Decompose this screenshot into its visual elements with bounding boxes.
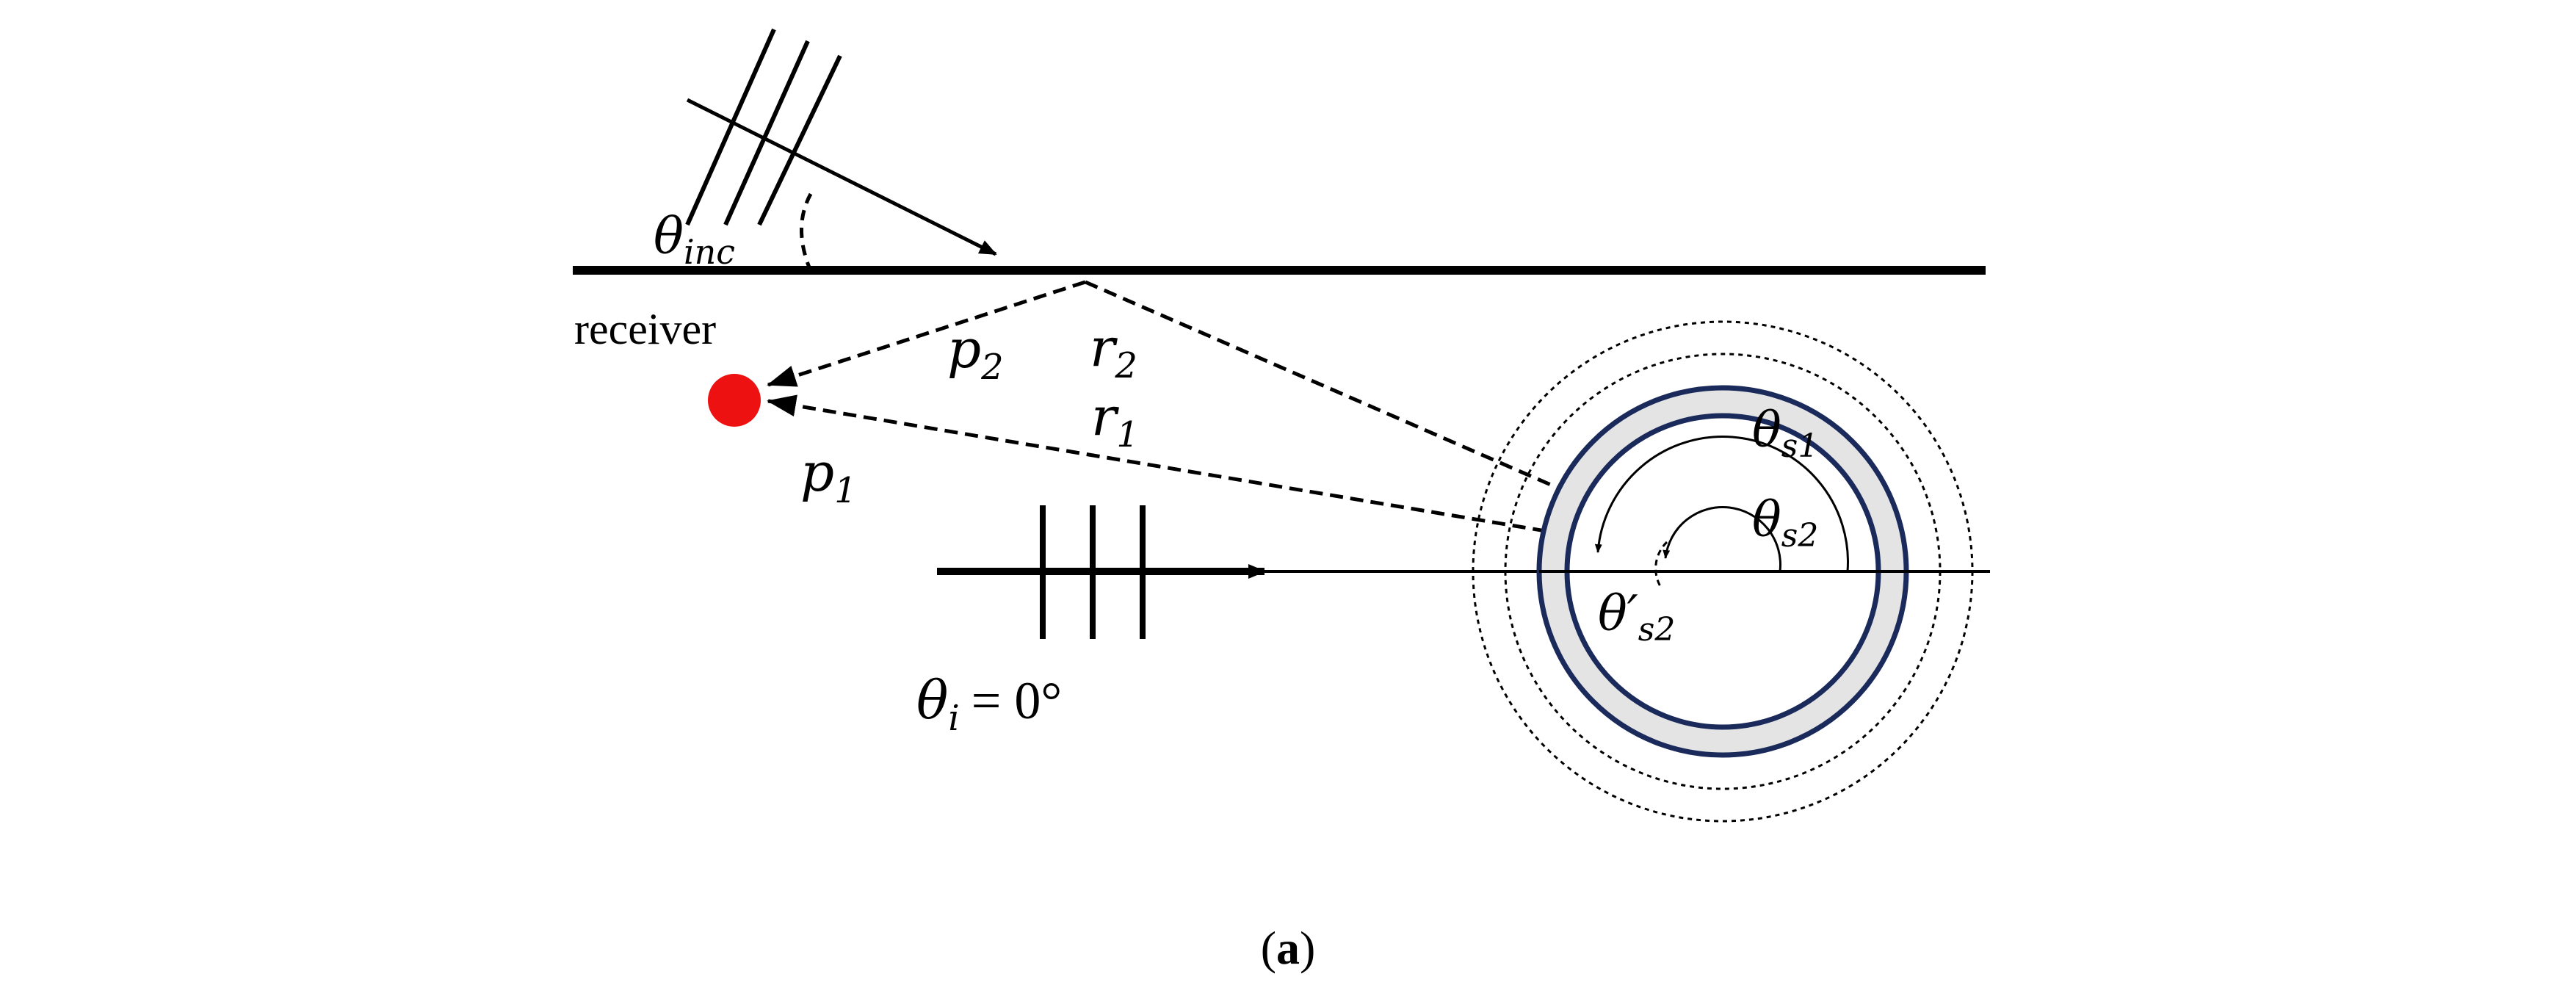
angle-arcs (1594, 436, 1849, 588)
path-p1 (767, 394, 1709, 560)
figure-caption: (a) (1261, 922, 1316, 974)
theta-i-label: θi= 0° (916, 669, 1062, 739)
r2-label: r2 (1090, 317, 1137, 386)
path-p2 (767, 280, 1086, 387)
theta-s2-label: θs2 (1752, 491, 1818, 555)
p1-label: p1 (800, 441, 857, 511)
theta-inc-label: θinc (654, 208, 735, 272)
p2-label: p2 (947, 318, 1004, 388)
r1-label: r1 (1091, 386, 1139, 455)
theta-s1-arc (1594, 436, 1849, 572)
receiver-dot-icon (708, 374, 761, 427)
oblique-incident-wave-icon (685, 28, 997, 268)
theta-s2-arc (1663, 506, 1781, 572)
cylindrical-shell-scatterer (1472, 320, 1990, 823)
receiver-label: receiver (574, 305, 716, 353)
theta-s1-label: θs1 (1752, 402, 1818, 465)
path-r2 (1085, 280, 1690, 547)
theta-prime-s2-arc (1654, 541, 1668, 588)
theta-prime-s2-label: θ′s2 (1598, 585, 1675, 649)
